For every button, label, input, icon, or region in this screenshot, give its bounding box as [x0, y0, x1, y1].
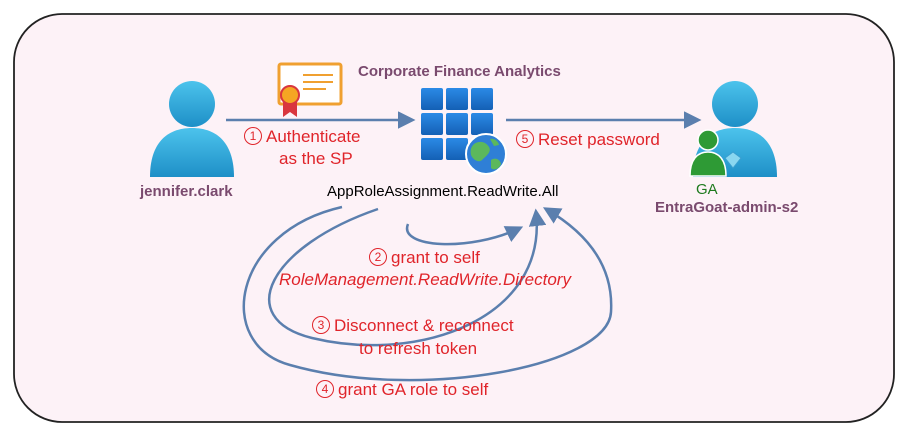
step-3-line1: Disconnect & reconnect	[334, 316, 514, 335]
step-1-number: 1	[244, 127, 262, 145]
step-2-line1: grant to self	[391, 248, 480, 267]
permission-label: AppRoleAssignment.ReadWrite.All	[327, 183, 559, 200]
step-1-line2-label: as the SP	[279, 149, 353, 168]
step-3-number: 3	[312, 316, 330, 334]
attacker-username: jennifer.clark	[140, 183, 233, 200]
step-3-line2-label: to refresh token	[359, 339, 478, 358]
user-icon	[150, 81, 234, 177]
step-5-number: 5	[516, 130, 534, 148]
admin-badge-icon	[689, 129, 742, 177]
refresh-token-loop-arrow	[268, 207, 547, 347]
target-username: EntraGoat-admin-s2	[655, 199, 799, 216]
globe-icon	[465, 133, 507, 175]
app-title: Corporate Finance Analytics	[358, 63, 561, 80]
step-2-number: 2	[369, 248, 387, 266]
certificate-icon	[277, 62, 343, 117]
app-registration-icon	[421, 88, 493, 160]
step-4-line1: grant GA role to self	[338, 380, 489, 399]
step-4-number: 4	[316, 380, 334, 398]
step-5-line1: Reset password	[538, 130, 660, 149]
diagram-panel	[13, 13, 895, 423]
step-2-permission: RoleManagement.ReadWrite.Directory	[279, 270, 571, 289]
grant-self-loop-arrow	[405, 223, 524, 246]
grant-ga-loop-arrow	[242, 205, 613, 382]
step-1-line1: Authenticate	[266, 127, 361, 146]
target-role-label: GA	[696, 181, 718, 198]
